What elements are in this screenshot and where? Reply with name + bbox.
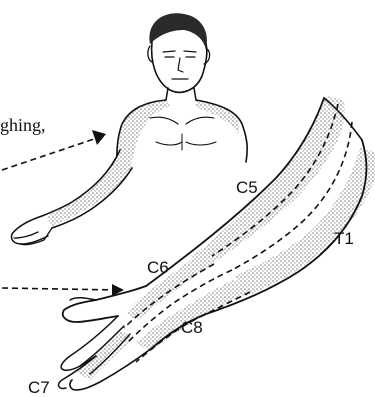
dermatome-c7-region	[76, 330, 134, 380]
lower-pointer-arrow	[2, 284, 124, 296]
label-c6: C6	[147, 258, 169, 277]
dermatome-arm	[59, 96, 375, 390]
man-figure	[11, 13, 247, 245]
label-c5: C5	[236, 178, 258, 197]
label-c7: C7	[28, 378, 50, 397]
upper-pointer-arrow	[2, 130, 106, 170]
label-t1: T1	[334, 229, 354, 248]
cutoff-text: ghing,	[0, 115, 46, 135]
label-c8: C8	[181, 318, 203, 337]
